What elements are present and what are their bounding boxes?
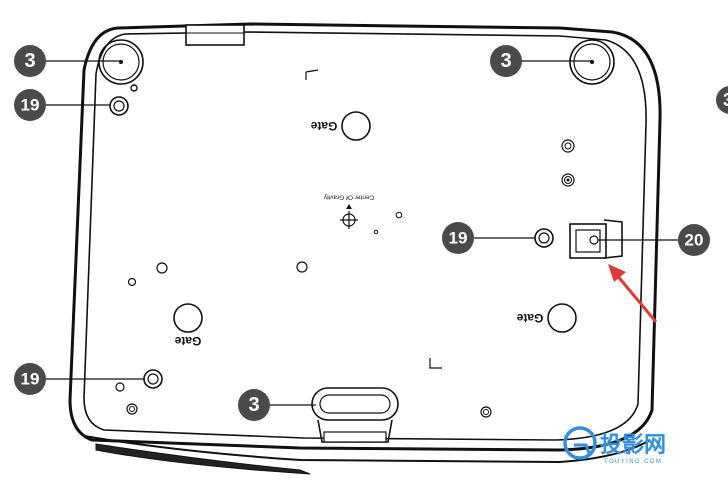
svg-text:3: 3 (500, 50, 511, 72)
callout-badge-3-partial: 3 (716, 86, 728, 114)
svg-text:3: 3 (723, 90, 728, 110)
callout-badge-19-right: 19 (442, 222, 474, 254)
callout-badge-19-top-left: 19 (14, 89, 46, 121)
watermark-site: TOUYING.COM (604, 459, 662, 465)
svg-text:20: 20 (685, 231, 704, 250)
projector-body (68, 22, 662, 475)
center-of-gravity-mark: Center Of Gravity (323, 194, 374, 229)
svg-text:19: 19 (21, 96, 40, 115)
svg-text:19: 19 (21, 370, 40, 389)
svg-text:19: 19 (449, 229, 468, 248)
gate-vent-top (341, 111, 371, 141)
callout-badge-3-front-left: 3 (14, 45, 46, 77)
ceiling-mount-hole-top-left (109, 96, 129, 116)
svg-text:3: 3 (24, 50, 35, 72)
security-bar-slot (569, 223, 607, 259)
callout-badge-3-front-right: 3 (490, 45, 522, 77)
center-of-gravity-label: Center Of Gravity (323, 194, 374, 201)
adjustable-foot-front-left (98, 39, 144, 85)
watermark-logo: 投影网 TOUYING.COM (563, 426, 666, 465)
svg-text:3: 3 (248, 394, 259, 416)
gate-label-left: Gate (174, 334, 201, 348)
callout-badge-19-bottom-left: 19 (14, 363, 46, 395)
ceiling-mount-hole-bottom-left (143, 369, 163, 389)
adjustable-foot-front-right (569, 39, 615, 85)
adjustable-foot-rear-center (311, 387, 399, 421)
ceiling-mount-hole-right (534, 228, 554, 248)
gate-vent-left (173, 303, 203, 333)
small-holes (115, 84, 575, 418)
gate-vent-right (547, 303, 577, 333)
gate-label-right: Gate (516, 311, 543, 325)
red-pointer-arrow (608, 264, 658, 323)
callout-badge-3-rear-center: 3 (238, 389, 270, 421)
callout-badge-20-security-slot: 20 (678, 224, 710, 256)
callout-lines (46, 60, 680, 406)
watermark-brand: 投影网 (600, 432, 666, 457)
gate-label-top: Gate (310, 119, 337, 133)
